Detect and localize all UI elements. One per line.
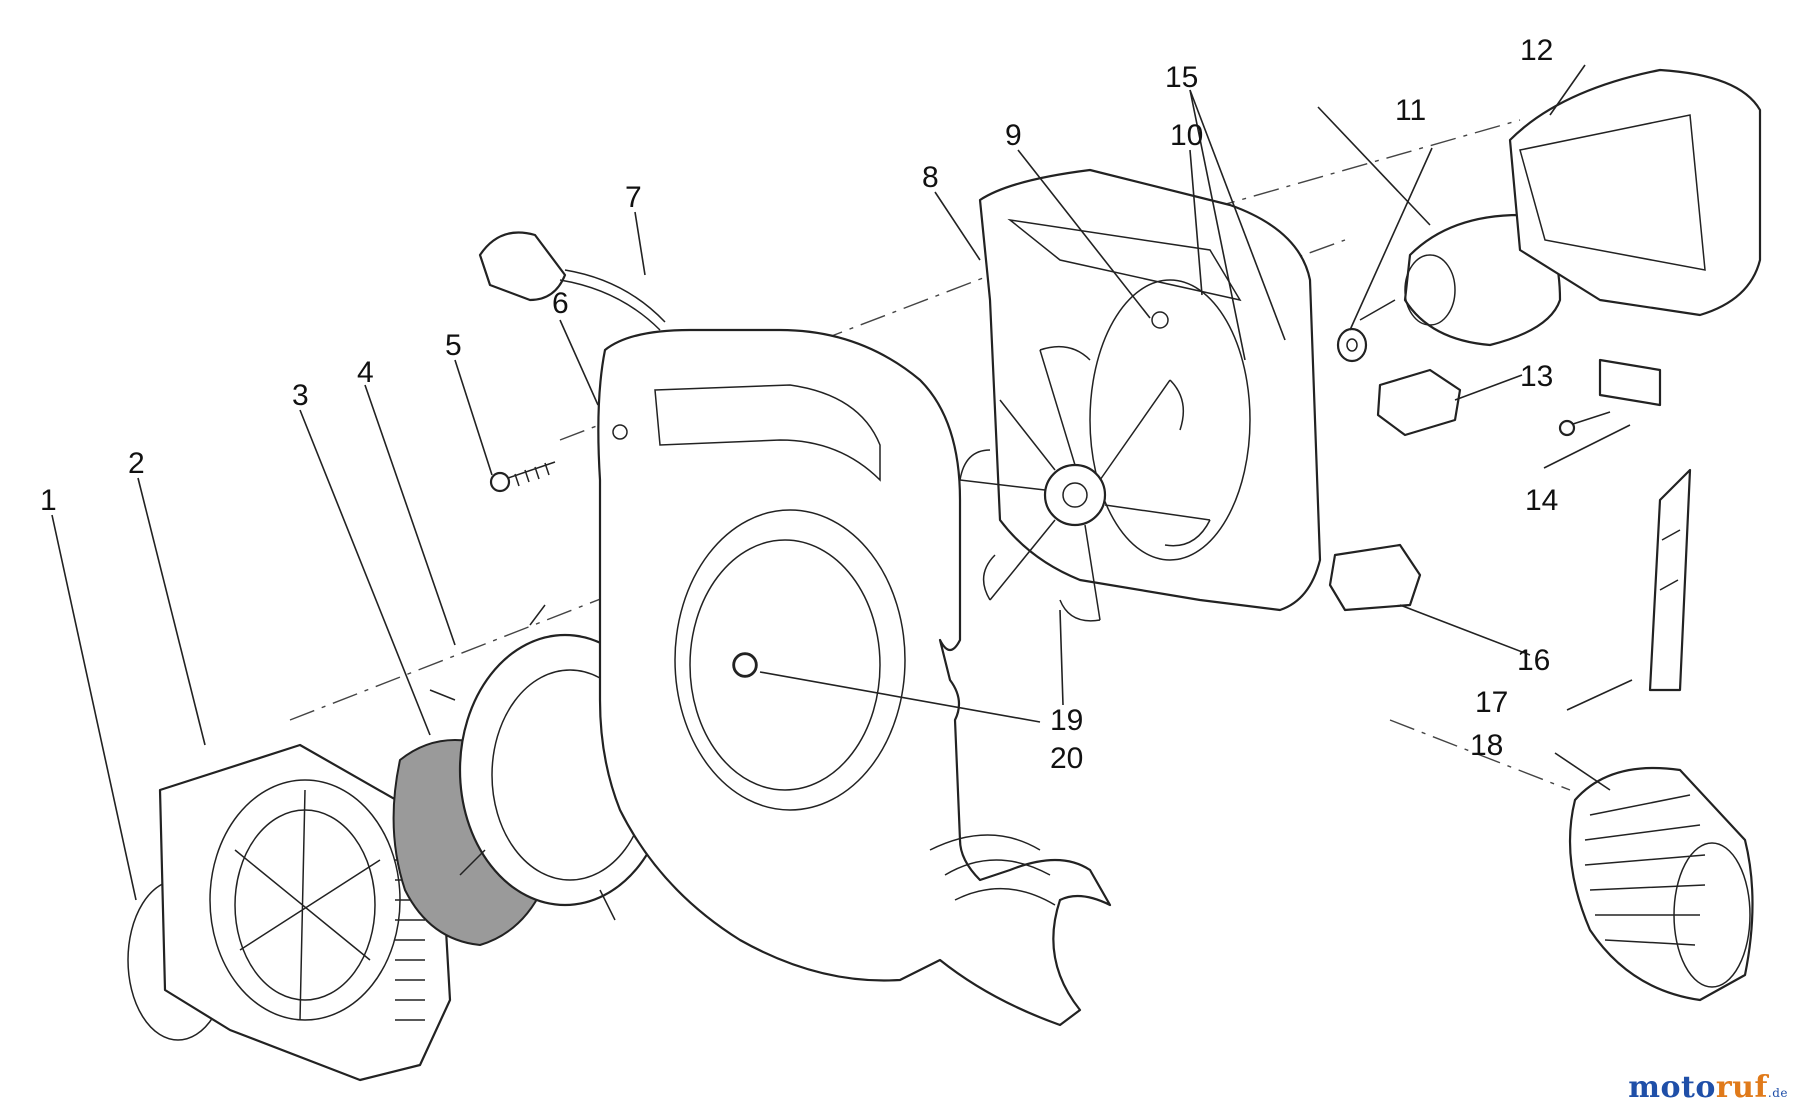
callout-11: 11 [1395,94,1426,127]
part-18-nozzle [1568,766,1754,1002]
part-5-screw [489,461,556,493]
callout-6: 6 [552,287,569,320]
part-16-connector [1328,543,1422,612]
callout-17: 17 [1475,686,1508,719]
part-8-housing-right [978,168,1322,612]
watermark-part-2: ruf [1715,1070,1768,1105]
callout-10: 10 [1170,119,1203,152]
callout-4: 4 [357,356,374,389]
part-6-housing-left [597,328,1112,1027]
part-13-switch [1376,368,1462,437]
callout-labels: 1 2 3 4 5 6 7 8 9 10 11 12 13 14 15 16 1… [40,34,1558,775]
part-14-screw-bracket [1558,358,1662,437]
callout-19: 19 [1050,704,1083,737]
part-10-washer [1336,327,1368,363]
part-20-nut [732,652,758,678]
part-9-wire-clip [1151,311,1169,329]
part-7-power-cord [478,231,666,331]
callout-3: 3 [292,379,309,412]
callout-5: 5 [445,329,462,362]
watermark-part-3: .de [1767,1086,1788,1100]
callout-16: 16 [1517,644,1550,677]
callout-9: 9 [1005,119,1022,152]
callout-2: 2 [128,447,145,480]
callout-13: 13 [1520,360,1553,393]
leader-lines [51,64,1633,901]
callout-1: 1 [40,484,57,517]
part-19-impeller [959,345,1211,622]
part-12-rear-cover [1508,68,1762,317]
callout-14: 14 [1525,484,1558,517]
callout-15: 15 [1165,61,1198,94]
watermark-part-1: moto [1628,1070,1716,1105]
callout-12: 12 [1520,34,1553,67]
callout-18: 18 [1470,729,1503,762]
callout-8: 8 [922,161,939,194]
part-17-latch-strip [1648,468,1692,692]
motoruf-watermark-logo: motoruf.de [1628,1070,1788,1105]
callout-7: 7 [625,181,642,214]
callout-20: 20 [1050,742,1083,775]
